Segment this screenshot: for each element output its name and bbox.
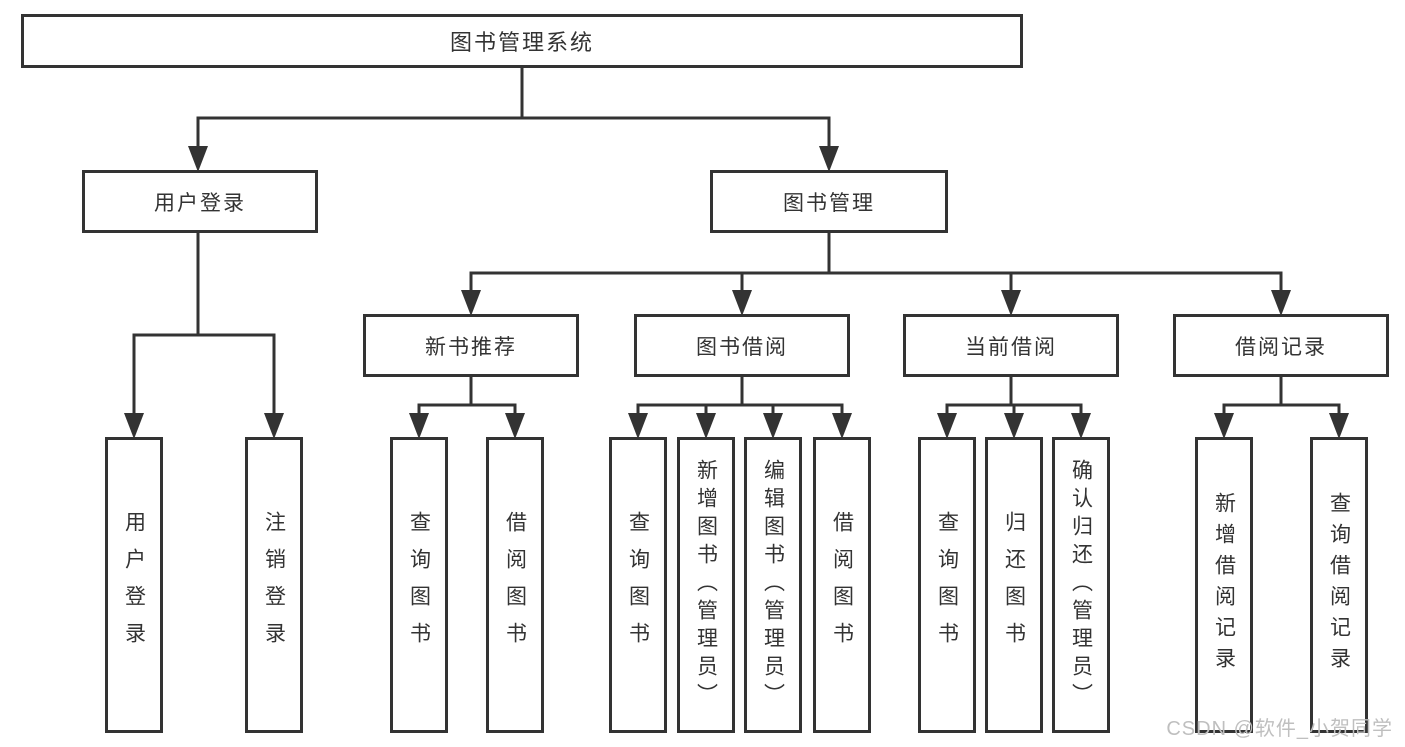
leaf-logout: 注销登录 (245, 437, 303, 733)
leaf-return-books: 归还图书 (985, 437, 1043, 733)
connector-book-management-to-level3 (469, 233, 1283, 290)
leaf-edit-books-admin: 编辑图书（管理员） (744, 437, 802, 733)
arrow-down-icon (1071, 413, 1091, 439)
leaf-query-books: 查询图书 (918, 437, 976, 733)
connector-new-book-recommend-to-leaves (417, 377, 517, 413)
arrow-down-icon (937, 413, 957, 439)
connector-book-borrow-to-leaves (636, 377, 844, 413)
connector-current-borrow-to-leaves (945, 377, 1083, 413)
leaf-query-books: 查询图书 (390, 437, 448, 733)
arrow-down-icon (1214, 413, 1234, 439)
node-book-management: 图书管理 (710, 170, 948, 233)
leaf-add-borrow-record: 新增借阅记录 (1195, 437, 1253, 733)
arrow-down-icon (461, 290, 481, 316)
arrow-down-icon (1271, 290, 1291, 316)
connector-root-to-level2 (196, 68, 831, 146)
arrow-down-icon (1004, 413, 1024, 439)
arrow-down-icon (124, 413, 144, 439)
arrow-down-icon (732, 290, 752, 316)
node-new-book-recommend: 新书推荐 (363, 314, 579, 377)
connector-borrow-records-to-leaves (1222, 377, 1341, 413)
node-borrow-records: 借阅记录 (1173, 314, 1389, 377)
connector-user-login-to-leaves (132, 233, 276, 413)
node-current-borrow: 当前借阅 (903, 314, 1119, 377)
arrow-down-icon (763, 413, 783, 439)
arrow-down-icon (188, 146, 208, 172)
leaf-query-borrow-record: 查询借阅记录 (1310, 437, 1368, 733)
node-book-borrow: 图书借阅 (634, 314, 850, 377)
leaf-add-books-admin: 新增图书（管理员） (677, 437, 735, 733)
node-user-login: 用户登录 (82, 170, 318, 233)
leaf-confirm-return-admin: 确认归还（管理员） (1052, 437, 1110, 733)
leaf-query-books: 查询图书 (609, 437, 667, 733)
node-root-system: 图书管理系统 (21, 14, 1023, 68)
arrow-down-icon (628, 413, 648, 439)
arrow-down-icon (696, 413, 716, 439)
leaf-borrow-books: 借阅图书 (813, 437, 871, 733)
arrow-down-icon (264, 413, 284, 439)
arrow-down-icon (832, 413, 852, 439)
leaf-borrow-books: 借阅图书 (486, 437, 544, 733)
csdn-watermark: CSDN @软件_小贺同学 (1166, 718, 1393, 740)
arrow-down-icon (1329, 413, 1349, 439)
leaf-user-login: 用户登录 (105, 437, 163, 733)
arrow-down-icon (819, 146, 839, 172)
arrow-down-icon (409, 413, 429, 439)
arrow-down-icon (1001, 290, 1021, 316)
arrow-down-icon (505, 413, 525, 439)
